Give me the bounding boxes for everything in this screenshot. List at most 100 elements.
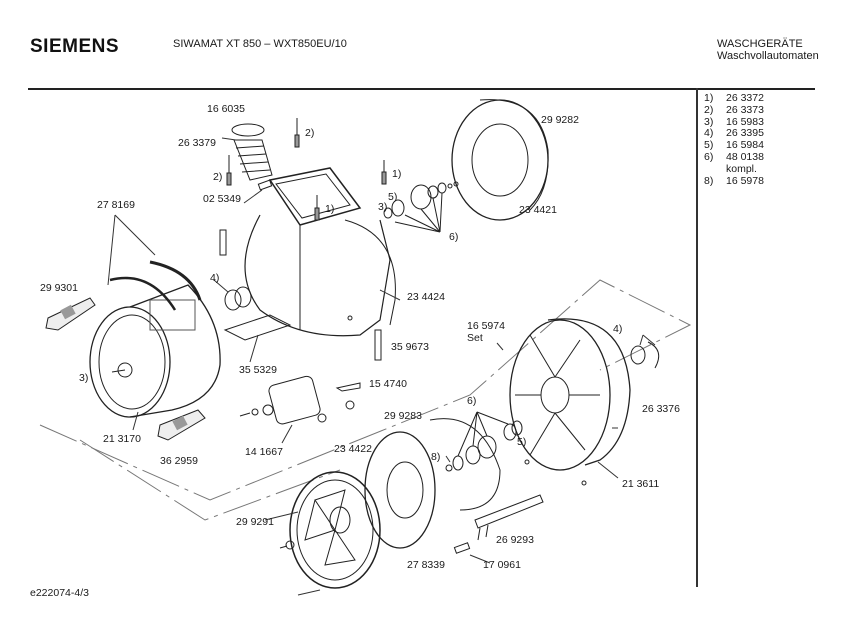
heater-269293	[475, 495, 543, 540]
model-title: SIWAMAT XT 850 – WXT850EU/10	[173, 38, 347, 50]
part-label: 27 8169	[97, 199, 135, 211]
callout-label: 6)	[467, 395, 477, 407]
category-title: WASCHGERÄTE	[717, 38, 803, 50]
callout-label: 3)	[79, 372, 89, 384]
legend-row: 1) 26 3372	[704, 92, 764, 105]
part-label: 26 9293	[496, 534, 534, 546]
legend-key: 1)	[704, 92, 714, 104]
header-divider	[28, 88, 815, 90]
legend-divider	[696, 88, 698, 587]
callout-label: 8)	[431, 451, 441, 463]
legend-key: 2)	[704, 103, 714, 116]
callout-label: 1)	[325, 203, 335, 215]
door-seal-bellows	[232, 124, 272, 190]
part-label: 21 3170	[103, 433, 141, 445]
gasket-299283	[430, 419, 500, 510]
legend-value: 16 5983	[726, 115, 764, 128]
assembly-boundary	[40, 280, 690, 520]
legend-value: kompl.	[726, 162, 757, 175]
part-label: 35 5329	[239, 364, 277, 376]
screw	[582, 481, 586, 485]
boundary-line-1	[40, 280, 690, 500]
legend-value: 26 3395	[726, 127, 764, 140]
part-label: Set	[467, 332, 483, 344]
spring-1a	[382, 160, 386, 184]
legend-row: 4) 26 3395	[704, 128, 764, 140]
callout-label: 2)	[213, 171, 223, 183]
part-label: 02 5349	[203, 193, 241, 205]
callout-label: 3)	[378, 201, 388, 213]
part-label: 35 9673	[391, 341, 429, 353]
part-label: 14 1667	[245, 446, 283, 458]
callout-label: 5)	[517, 436, 527, 448]
pin-154740	[337, 383, 360, 391]
seal-ring-4-right	[631, 342, 659, 368]
legend-row: kompl.	[704, 162, 764, 176]
bearing-set-lower	[446, 412, 522, 471]
part-label: 29 9291	[236, 516, 274, 528]
subcategory-title: Waschvollautomaten	[717, 50, 819, 62]
shock-absorber-359673	[375, 330, 381, 360]
callout-label: 4)	[613, 323, 623, 335]
legend-row: 6) 48 0138	[704, 150, 764, 164]
callout-label: 2)	[305, 127, 315, 139]
legend-key: 5)	[704, 139, 714, 152]
motor-141667	[240, 375, 354, 425]
spring-2a	[295, 118, 299, 147]
legend-row: 5) 16 5984	[704, 139, 764, 152]
part-label: 23 4422	[334, 443, 372, 455]
baffle-299301	[46, 298, 95, 330]
spring-2b	[227, 155, 231, 185]
bracket-355329	[225, 315, 290, 340]
legend-value: 26 3372	[726, 92, 764, 104]
front-cover-234422	[365, 432, 435, 548]
legend-value: 16 5978	[726, 174, 764, 187]
legend-row: 3) 16 5983	[704, 115, 764, 129]
callout-label: 5)	[388, 191, 398, 203]
part-label: 29 9283	[384, 410, 422, 422]
legend-row: 2) 26 3373	[704, 103, 764, 117]
legend-key: 6)	[704, 150, 714, 163]
sensor-170961	[454, 543, 469, 553]
part-label: 16 5974	[467, 320, 505, 332]
baffle-362959	[158, 410, 205, 440]
brand-logo: SIEMENS	[30, 36, 120, 57]
part-label: 16 6035	[207, 103, 245, 115]
leader-lines	[108, 138, 655, 595]
part-label: 29 9301	[40, 282, 78, 294]
part-label: 36 2959	[160, 455, 198, 467]
part-label: 27 8339	[407, 559, 445, 571]
part-label: 21 3611	[622, 478, 660, 490]
legend-row: 8) 16 5978	[704, 174, 764, 188]
part-label: 17 0961	[483, 559, 521, 571]
shock-absorber-left	[220, 230, 226, 255]
screw	[525, 460, 529, 464]
drum	[90, 262, 220, 417]
part-label: 26 3379	[178, 137, 216, 149]
spring-1b	[315, 195, 319, 220]
legend-value: 16 5984	[726, 139, 764, 152]
legend-key: 3)	[704, 115, 714, 128]
part-label: 15 4740	[369, 378, 407, 390]
boundary-line-2	[80, 440, 340, 520]
legend-value: 48 0138	[726, 150, 764, 163]
bearing-4-left	[225, 287, 251, 310]
tub-front-213611	[510, 319, 630, 470]
legend-key: 4)	[704, 127, 714, 140]
bearing-set-upper	[384, 182, 458, 232]
door-ring-278339	[280, 472, 380, 588]
parts-legend: 1)26 3372 2)26 3373 3)16 5983 4)26 3395 …	[704, 92, 764, 188]
document-id: e222074-4/3	[30, 587, 89, 599]
legend-key: 8)	[704, 174, 714, 187]
legend-value: 26 3373	[726, 103, 764, 116]
part-label: 23 4424	[407, 291, 445, 303]
tub-rear	[245, 168, 395, 336]
callout-label: 6)	[449, 231, 459, 243]
counterweight-299282	[452, 100, 548, 220]
part-label: 26 3376	[642, 403, 680, 415]
screw	[348, 316, 352, 320]
part-label: 23 4421	[519, 204, 557, 216]
callout-label: 4)	[210, 272, 220, 284]
callout-label: 1)	[392, 168, 402, 180]
